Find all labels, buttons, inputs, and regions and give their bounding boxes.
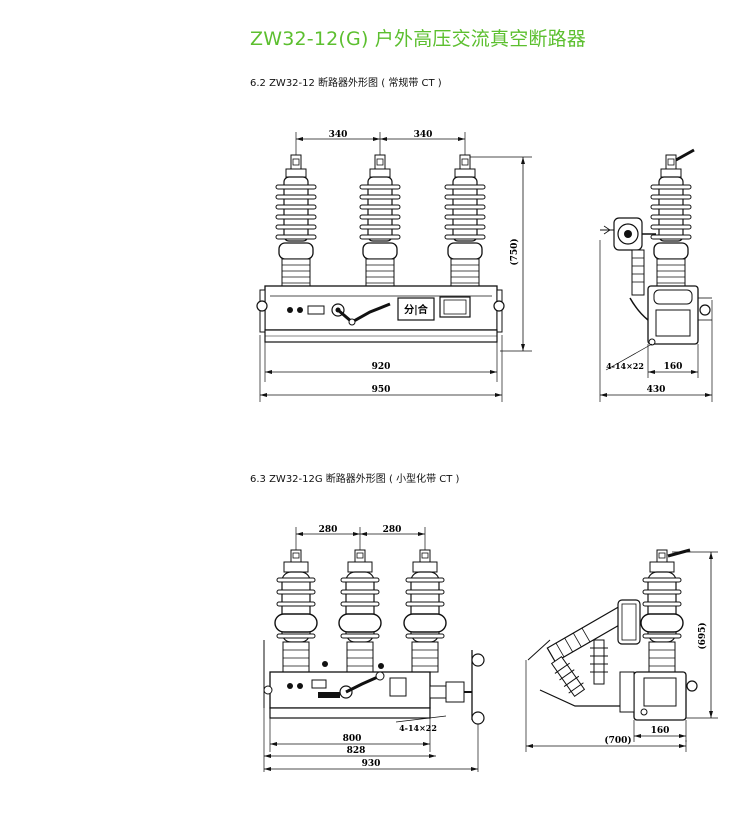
dim-side-total: 430 (647, 385, 666, 395)
dim-g-width-outer: 930 (362, 759, 381, 769)
dim-width-outer: 950 (372, 385, 391, 395)
drawing-zw32-12g-side: (695) 160 (700) (525, 548, 718, 752)
dim-spacing-right: 340 (414, 130, 433, 140)
dim-g-side-base: 160 (651, 726, 670, 736)
dim-width-inner: 920 (372, 362, 391, 372)
dim-g-mount-holes: 4-14×22 (399, 723, 437, 733)
drawing-zw32-12-front: 340 340 分|合 (750) (256, 130, 532, 402)
dim-g-width-inner: 800 (343, 734, 362, 744)
dim-g-height: (695) (697, 622, 708, 649)
open-close-indicator-icon: 分|合 (404, 303, 429, 316)
figure-caption-6-3: 6.3 ZW32-12G 断路器外形图 ( 小型化带 CT ) (250, 474, 460, 485)
dim-spacing-left: 340 (329, 130, 348, 140)
dim-g-side-total: (700) (604, 735, 631, 746)
page-title: ZW32-12(G) 户外高压交流真空断路器 (250, 28, 587, 50)
drawing-zw32-12g-front: 280 280 4-14×22 (263, 525, 485, 772)
dim-g-spacing-right: 280 (383, 525, 402, 535)
dim-height: (750) (509, 238, 520, 265)
figure-caption-6-2: 6.2 ZW32-12 断路器外形图 ( 常规带 CT ) (250, 78, 442, 89)
dim-g-spacing-left: 280 (319, 525, 338, 535)
dim-g-width-mid: 828 (347, 746, 366, 756)
dim-side-base: 160 (664, 362, 683, 372)
dim-side-mount-holes: 4-14×22 (606, 361, 644, 371)
drawing-zw32-12-side: 4-14×22 160 430 (599, 148, 713, 402)
